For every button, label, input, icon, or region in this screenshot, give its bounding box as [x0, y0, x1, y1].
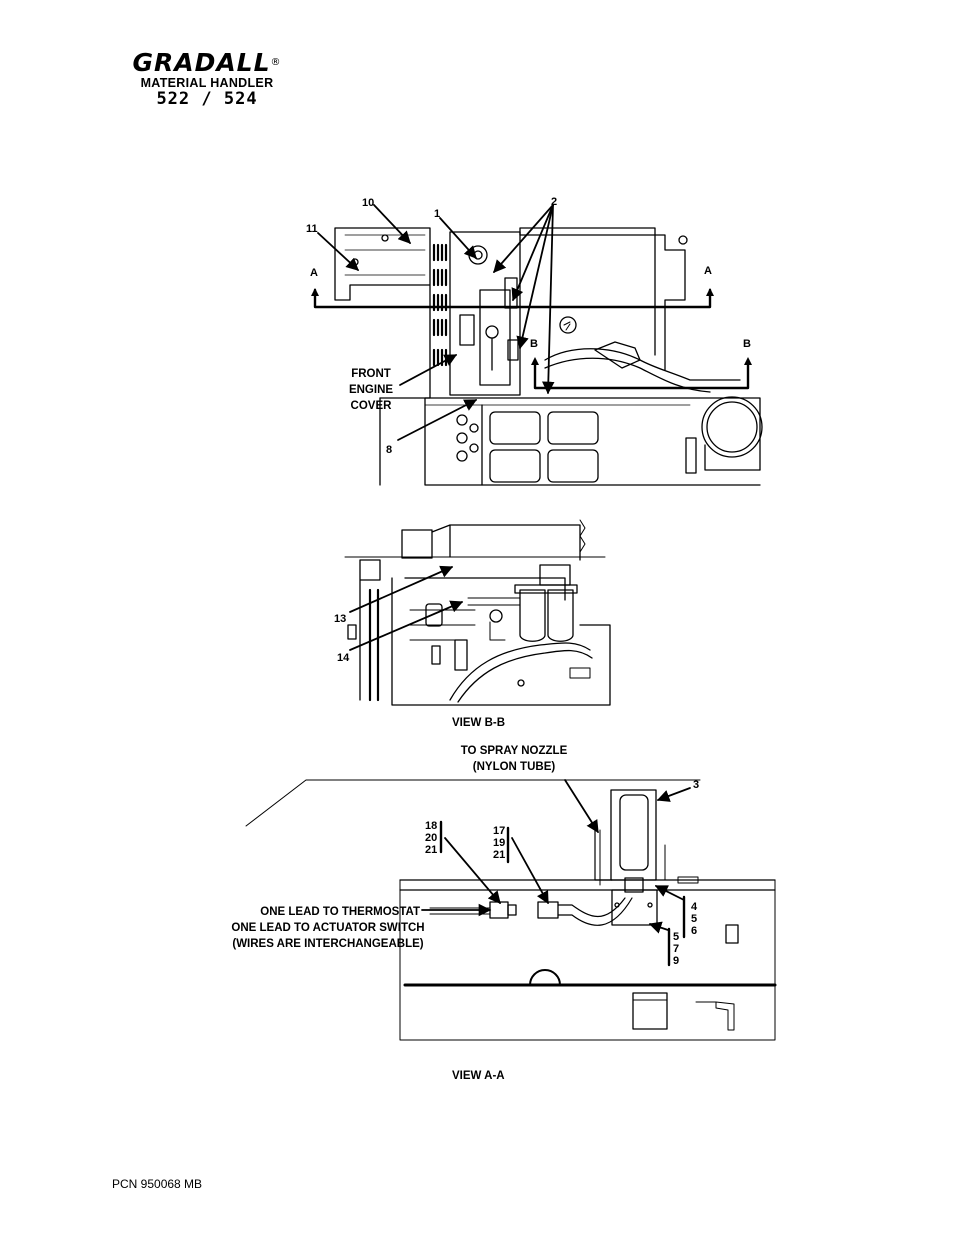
view-aa-caption: VIEW A-A [452, 1070, 505, 1082]
callout-3: 3 [693, 779, 699, 791]
view-bb-caption: VIEW B-B [452, 717, 505, 729]
view-bb-leaders [349, 565, 464, 651]
view-aa-leaders [421, 779, 691, 967]
callout-13: 13 [334, 613, 346, 625]
section-b-right: B [743, 338, 751, 350]
registered-mark: ® [270, 57, 282, 68]
logo-model: 522 / 524 [156, 89, 258, 109]
callout-5a: 5 [691, 913, 697, 925]
callout-10: 10 [362, 197, 374, 209]
callout-9: 9 [673, 955, 679, 967]
callout-4: 4 [691, 901, 698, 913]
gradall-logo: GRADALL® MATERIAL HANDLER 522 / 524 [112, 48, 302, 109]
callout-21a: 21 [425, 844, 437, 856]
callout-21b: 21 [493, 849, 505, 861]
brand-name: GRADALL® [132, 48, 282, 77]
callout-18: 18 [425, 820, 437, 832]
top-view-leaders [317, 204, 555, 441]
section-b-left: B [530, 338, 538, 350]
callout-1: 1 [434, 208, 440, 220]
front-engine-cover-line2: ENGINE [349, 384, 393, 396]
callout-6: 6 [691, 925, 697, 937]
callout-20: 20 [425, 832, 437, 844]
wire-note-line3: (WIRES ARE INTERCHANGEABLE) [232, 938, 423, 950]
callout-5b: 5 [673, 931, 679, 943]
callout-14: 14 [337, 652, 350, 664]
section-a-right: A [704, 265, 712, 277]
callout-8: 8 [386, 444, 392, 456]
logo-subtitle: MATERIAL HANDLER [140, 76, 274, 90]
callout-7: 7 [673, 943, 679, 955]
front-engine-cover-line3: COVER [351, 400, 393, 412]
wire-note-line2: ONE LEAD TO ACTUATOR SWITCH [231, 922, 424, 934]
callout-11: 11 [306, 223, 318, 235]
top-view-drawing [311, 227, 763, 486]
callout-17: 17 [493, 825, 505, 837]
view-bb-drawing [344, 519, 611, 706]
wire-note-line1: ONE LEAD TO THERMOSTAT [260, 906, 420, 918]
callout-19: 19 [493, 837, 505, 849]
spray-nozzle-label-line1: TO SPRAY NOZZLE [461, 745, 568, 757]
callout-2: 2 [551, 196, 557, 208]
vent-slots [432, 243, 448, 367]
front-engine-cover-line1: FRONT [351, 368, 391, 380]
pcn-footer: PCN 950068 MB [112, 1177, 203, 1191]
section-a-left: A [310, 267, 318, 279]
spray-nozzle-label-line2: (NYLON TUBE) [473, 761, 556, 773]
